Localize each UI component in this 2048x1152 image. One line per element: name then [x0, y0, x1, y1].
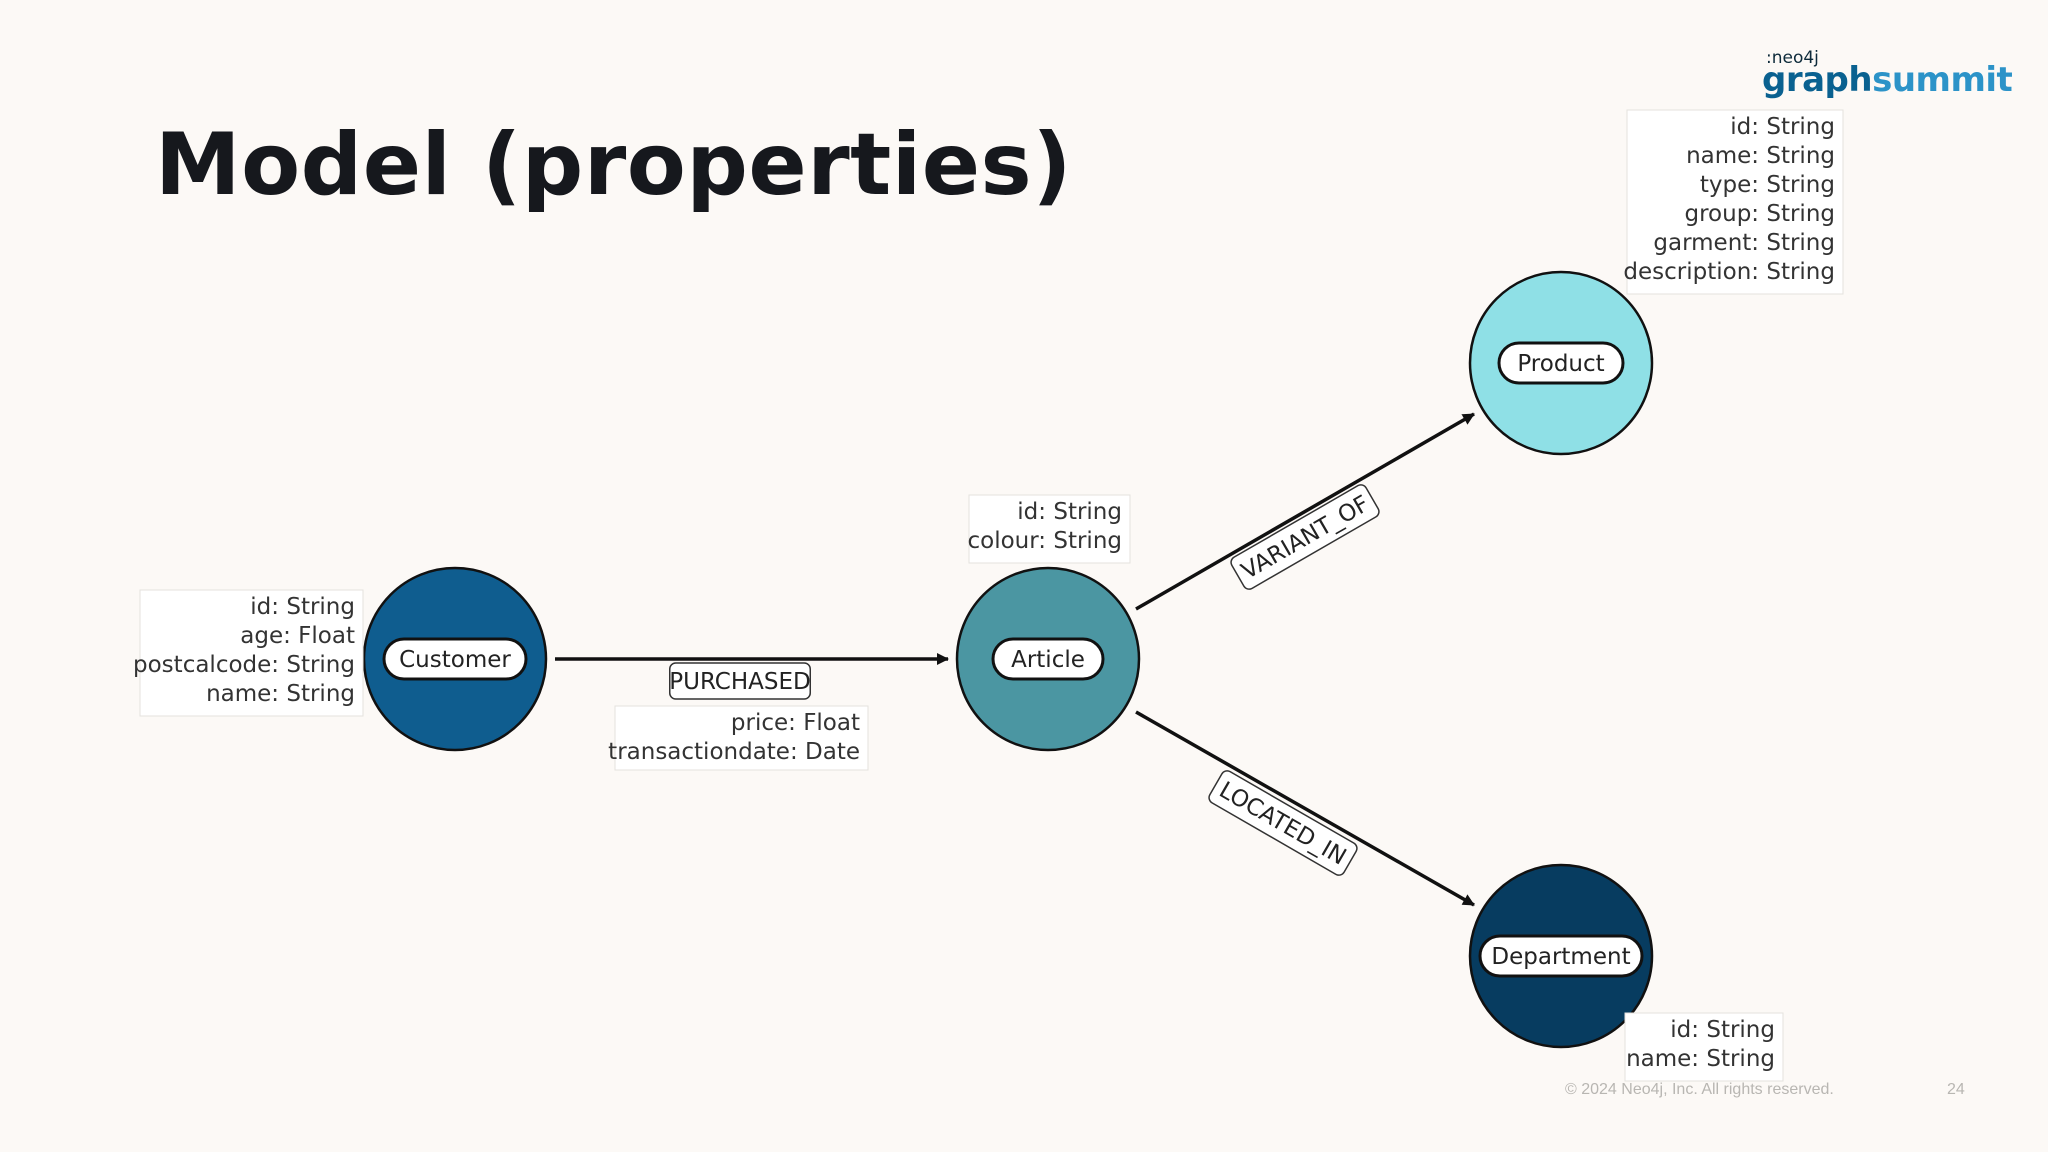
- logo-neo4j-text: :neo4j: [1766, 48, 1819, 68]
- edge-label-box-variant_of: [1230, 484, 1380, 590]
- edge-property-purchased-1: transactiondate: Date: [608, 739, 860, 765]
- edge-label-located_in: LOCATED_IN: [1208, 770, 1358, 876]
- node-properties-customer: id: String age: Float postcalcode: String n…: [133, 589, 364, 717]
- node-property-customer-0: id: String: [250, 594, 355, 620]
- node-properties-box-article: [968, 494, 1131, 564]
- node-label-article: Article: [1011, 647, 1085, 673]
- edge-label-box-located_in: [1208, 770, 1358, 876]
- relationship-variant_of: VARIANT_OF: [1135, 412, 1475, 611]
- node-property-customer-3: name: String: [206, 681, 355, 707]
- copyright-footer: © 2024 Neo4j, Inc. All rights reserved.: [1565, 1081, 1834, 1098]
- node-property-department-0: id: String: [1670, 1017, 1775, 1043]
- edge-label-box-purchased: [669, 662, 811, 700]
- logo-graph-part: graph: [1762, 60, 1873, 100]
- node-customer: Customer id: String age: Float postcalcode:…: [133, 566, 548, 752]
- node-property-article-0: id: String: [1017, 499, 1122, 525]
- edge-properties-purchased: price: Float transactiondate: Date: [608, 705, 869, 771]
- node-article: Article id: String colour: String: [955, 494, 1141, 752]
- node-property-product-2: type: String: [1700, 172, 1835, 198]
- node-label-customer: Customer: [399, 647, 511, 673]
- edge-line-located_in: [1135, 710, 1475, 907]
- edge-properties-box-purchased: [614, 705, 869, 771]
- node-property-department-1: name: String: [1626, 1046, 1775, 1072]
- slide-title: Model (properties): [155, 115, 1073, 215]
- node-properties-box-product: [1626, 109, 1844, 295]
- logo-summit-part: summit: [1872, 60, 2013, 100]
- graphsummit-logo: :neo4j graphsummit: [1762, 48, 2013, 108]
- node-property-customer-1: age: Float: [240, 623, 355, 649]
- node-property-product-4: garment: String: [1653, 230, 1835, 256]
- page-number: 24: [1947, 1081, 1965, 1098]
- node-properties-article: id: String colour: String: [967, 494, 1131, 564]
- relationship-located_in: LOCATED_IN: [1135, 710, 1475, 907]
- node-properties-department: id: String name: String: [1624, 1012, 1784, 1082]
- relationship-purchased: PURCHASED price: Float transactiondate: Da…: [555, 653, 949, 771]
- node-property-product-0: id: String: [1730, 114, 1835, 140]
- edge-property-purchased-0: price: Float: [731, 710, 860, 736]
- node-properties-product: id: String name: String type: String group:…: [1623, 109, 1844, 295]
- node-property-product-1: name: String: [1686, 143, 1835, 169]
- node-property-article-1: colour: String: [967, 528, 1122, 554]
- node-label-department: Department: [1491, 944, 1630, 970]
- edge-label-purchased: PURCHASED: [669, 662, 811, 700]
- node-pill-department: [1478, 934, 1644, 978]
- node-properties-box-customer: [139, 589, 364, 717]
- edge-line-variant_of: [1135, 412, 1475, 611]
- node-pill-customer: [382, 637, 528, 681]
- node-properties-box-department: [1624, 1012, 1784, 1082]
- edge-label-variant_of: VARIANT_OF: [1230, 484, 1380, 590]
- node-pill-article: [991, 637, 1105, 681]
- node-property-customer-2: postcalcode: String: [133, 652, 355, 678]
- node-property-product-5: description: String: [1623, 259, 1835, 285]
- node-department: Department id: String name: String: [1468, 863, 1784, 1082]
- node-property-product-3: group: String: [1685, 201, 1836, 227]
- edge-label-text-purchased: PURCHASED: [669, 669, 810, 695]
- node-label-product: Product: [1517, 351, 1604, 377]
- node-pill-product: [1497, 341, 1625, 385]
- logo-graphsummit-text: graphsummit: [1762, 60, 2013, 100]
- node-product: Product id: String name: String type: Strin…: [1468, 109, 1844, 456]
